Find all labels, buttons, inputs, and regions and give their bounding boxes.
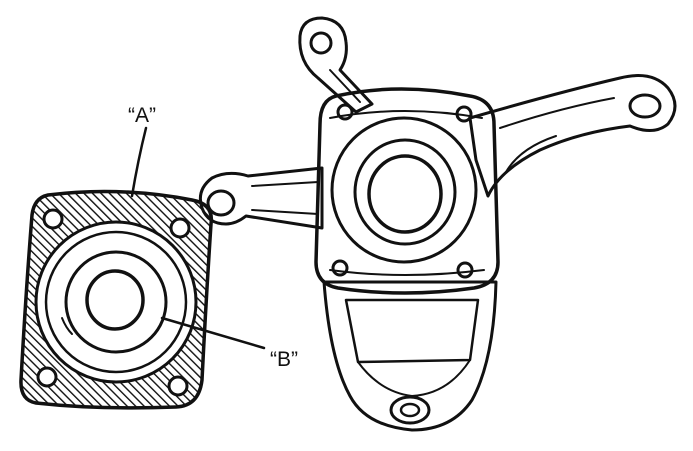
tie-rod-hole [628,93,662,119]
upper-arm [298,16,374,114]
lower-boss-hole [399,402,421,418]
tie-rod-arm [468,74,677,198]
left-arm [198,166,324,230]
callout-b: “B” [160,316,298,371]
upper-arm-hole [309,31,333,55]
callout-a-leader [130,126,148,198]
seal-ring-inner [64,250,168,354]
callout-b-leader [160,316,266,350]
flange-bolt-hole [331,259,349,277]
flange-bolt-hole [456,261,474,279]
steering-knuckle [198,16,677,432]
lower-boss [389,395,431,425]
seal-hub [85,269,145,331]
gasket-bolt-hole [169,217,191,239]
bearing-bore-mid [353,138,457,246]
gasket-opening [34,220,198,384]
lower-housing [322,280,498,432]
left-arm-hole [206,189,236,217]
callout-a-label: “A” [128,104,156,127]
gasket [19,189,214,410]
seal-ring [44,230,188,374]
bearing-bore-inner [367,154,443,234]
callout-a: “A” [128,104,156,198]
gasket-bolt-hole [36,366,58,388]
gasket-bolt-hole [167,375,189,397]
gasket-bolt-hole [42,208,64,230]
flange-bolt-hole [336,103,354,121]
callout-b-label: “B” [270,348,298,371]
bearing-bore-outer [330,116,478,264]
main-flange [314,87,500,295]
flange-bolt-hole [455,105,473,123]
